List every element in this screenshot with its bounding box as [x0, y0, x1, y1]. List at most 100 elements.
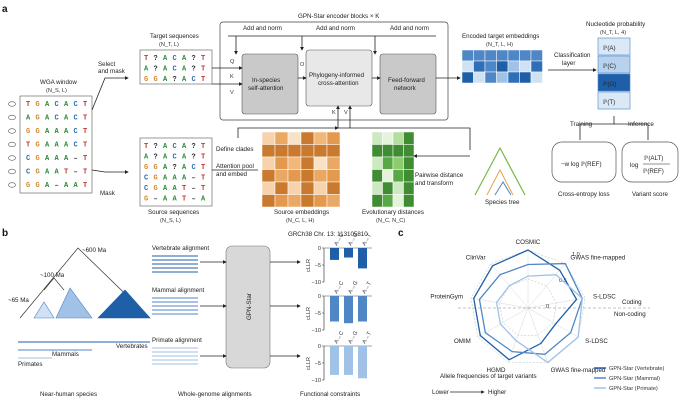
add-norm-3: Add and norm — [390, 25, 429, 32]
encoded-cell — [461, 71, 474, 84]
evo-dims: (N_C, N_C) — [376, 218, 405, 224]
bar-tick-label: −10 — [312, 280, 322, 286]
source-char: A — [163, 164, 168, 172]
species-icons — [8, 101, 16, 188]
source-char: ? — [154, 154, 158, 162]
vs-numerator: ℙ(ALT) — [644, 155, 663, 162]
wga-char: A — [55, 155, 60, 163]
source-emb-cell — [274, 169, 289, 183]
encoded-cell — [461, 60, 474, 73]
target-box — [139, 49, 213, 85]
evo-cell — [382, 194, 394, 208]
evo-cell — [403, 156, 415, 170]
wga-char: T — [83, 169, 87, 177]
source-emb-cell — [274, 156, 289, 170]
species-icon — [8, 101, 16, 107]
source-emb-cell — [261, 194, 276, 208]
encoded-cell — [473, 60, 486, 73]
source-emb-cell — [287, 169, 302, 183]
encoded-cell — [484, 71, 497, 84]
bar-tick-label: −5 — [315, 361, 321, 367]
wga-char: G — [36, 115, 40, 123]
source-emb-cell — [300, 144, 315, 158]
radar-axis-label: S-LDSC — [593, 294, 616, 301]
source-char: G — [154, 175, 158, 183]
source-char: C — [173, 154, 177, 162]
bar — [330, 346, 339, 375]
source-dims: (N_S, L) — [160, 218, 181, 224]
target-char: ? — [173, 76, 177, 84]
source-char: G — [144, 164, 148, 172]
target-char: A — [163, 55, 168, 63]
wga-char: T — [26, 101, 30, 109]
pairwise-label-2: and transform — [415, 180, 453, 187]
radar-axis-label: ClinVar — [466, 254, 486, 261]
wga-char: A — [45, 155, 50, 163]
prob-box — [597, 37, 631, 56]
evo-cell — [403, 131, 415, 145]
bar-category-label: A→G — [348, 280, 360, 295]
wga-char: G — [36, 142, 40, 150]
source-char: ? — [192, 143, 196, 151]
wga-char: C — [74, 128, 78, 136]
radar-spoke — [477, 307, 529, 338]
source-emb-cell — [261, 131, 276, 145]
bar-ylabel: cLLR — [306, 307, 312, 320]
source-emb-cell — [326, 144, 341, 158]
source-char: A — [173, 175, 178, 183]
bar-category-label: A→C — [334, 232, 346, 247]
source-char: – — [192, 185, 196, 193]
encoded-target-grid — [461, 49, 543, 84]
target-char: ? — [154, 66, 158, 74]
wga-char: C — [26, 155, 30, 163]
wga-char: T — [83, 101, 87, 109]
group-primates: Primates — [18, 361, 42, 368]
ffn-label-1: Feed-forward — [388, 77, 425, 84]
self-attention-label-1: In-species — [252, 77, 280, 84]
footer-functional: Functional constraints — [300, 391, 360, 398]
evo-cell — [392, 181, 404, 195]
source-emb-dims: (N_C, L, H) — [286, 218, 314, 224]
source-char: ? — [173, 164, 177, 172]
encoded-cell — [473, 71, 486, 84]
wga-char: T — [83, 155, 87, 163]
encoded-cell — [496, 49, 509, 62]
source-char: G — [154, 185, 158, 193]
evo-cell — [392, 156, 404, 170]
source-emb-cell — [287, 156, 302, 170]
bar — [358, 346, 367, 379]
bar — [344, 346, 353, 375]
vs-log: log — [630, 162, 639, 169]
footer-near-human: Near-human species — [40, 391, 97, 398]
wga-window-label: WGA window — [40, 79, 77, 86]
wga-char: T — [83, 115, 87, 123]
prob-label: ℙ(C) — [603, 63, 616, 70]
bar-category-label: A→T — [362, 280, 374, 295]
wga-char: G — [36, 155, 40, 163]
bar-tick-label: 0 — [318, 294, 321, 300]
target-char: A — [182, 66, 187, 74]
vs-denominator: ℙ(REF) — [643, 168, 664, 175]
evo-cell — [382, 169, 394, 183]
source-emb-cell — [326, 156, 341, 170]
source-embeddings-grid — [261, 131, 341, 208]
source-emb-cell — [313, 169, 328, 183]
source-emb-cell — [300, 169, 315, 183]
source-char: ? — [192, 154, 196, 162]
o-label: O — [300, 62, 305, 68]
evo-cell — [403, 181, 415, 195]
wga-char: A — [45, 142, 50, 150]
radar-spoke — [527, 307, 579, 338]
source-char: A — [182, 154, 187, 162]
encoder-title: GPN-Star encoder blocks × K — [298, 13, 380, 20]
source-emb-cell — [261, 169, 276, 183]
radar-series — [495, 274, 583, 364]
source-char: G — [154, 164, 158, 172]
evo-cell — [403, 194, 415, 208]
select-mask-label-2: and mask — [98, 68, 126, 75]
bar-ylabel: cLLR — [306, 357, 312, 370]
source-char: A — [163, 196, 168, 204]
evo-cell — [392, 194, 404, 208]
